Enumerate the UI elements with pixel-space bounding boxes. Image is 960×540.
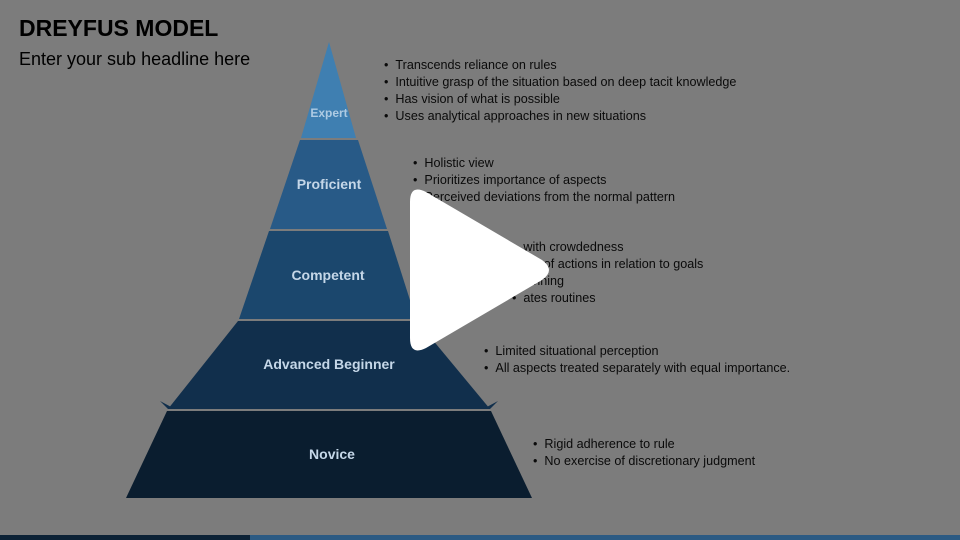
play-icon[interactable] [410,189,549,351]
tier-proficient [270,140,387,229]
tier-notch [160,401,175,409]
tier-label-competent: Competent [291,267,364,283]
advanced-beginner-description: Limited situational perception All aspec… [484,343,790,377]
bullet-item: Limited situational perception [484,343,790,360]
tier-expert [301,42,356,138]
bullet-item: Transcends reliance on rules [384,57,736,74]
tier-advanced-beginner [168,321,490,409]
tier-novice [126,411,532,498]
bullet-item: Perceived deviations from the normal pat… [413,189,675,206]
bullet-item: Prioritizes importance of aspects [413,172,675,189]
slide-subtitle: Enter your sub headline here [19,49,251,69]
slide-title: DREYFUS MODEL [19,15,219,41]
novice-description: Rigid adherence to rule No exercise of d… [533,436,755,470]
bullet-item: Uses analytical approaches in new situat… [384,108,736,125]
competent-description: with crowdedness ion of actions in relat… [512,239,703,307]
footer-bar-accent [250,535,960,540]
tier-label-proficient: Proficient [297,176,362,192]
bullet-item: All aspects treated separately with equa… [484,360,790,377]
footer-bar-dark [0,535,250,540]
play-button[interactable] [392,180,562,360]
proficient-description: Holistic view Prioritizes importance of … [413,155,675,206]
tier-label-advanced-beginner: Advanced Beginner [263,356,395,372]
bullet-item: No exercise of discretionary judgment [533,453,755,470]
bullet-item-partial: with crowdedness [512,239,703,256]
bullet-item: Rigid adherence to rule [533,436,755,453]
expert-description: Transcends reliance on rules Intuitive g… [384,57,736,125]
tier-label-novice: Novice [309,446,355,462]
bullet-item-partial: ion of actions in relation to goals [512,256,703,273]
tier-competent [239,231,416,319]
bullet-item: Has vision of what is possible [384,91,736,108]
bullet-item: Holistic view [413,155,675,172]
tier-notch [483,401,498,409]
bullet-item-partial: ates routines [512,290,703,307]
bullet-item: Intuitive grasp of the situation based o… [384,74,736,91]
tier-label-expert: Expert [310,106,347,120]
